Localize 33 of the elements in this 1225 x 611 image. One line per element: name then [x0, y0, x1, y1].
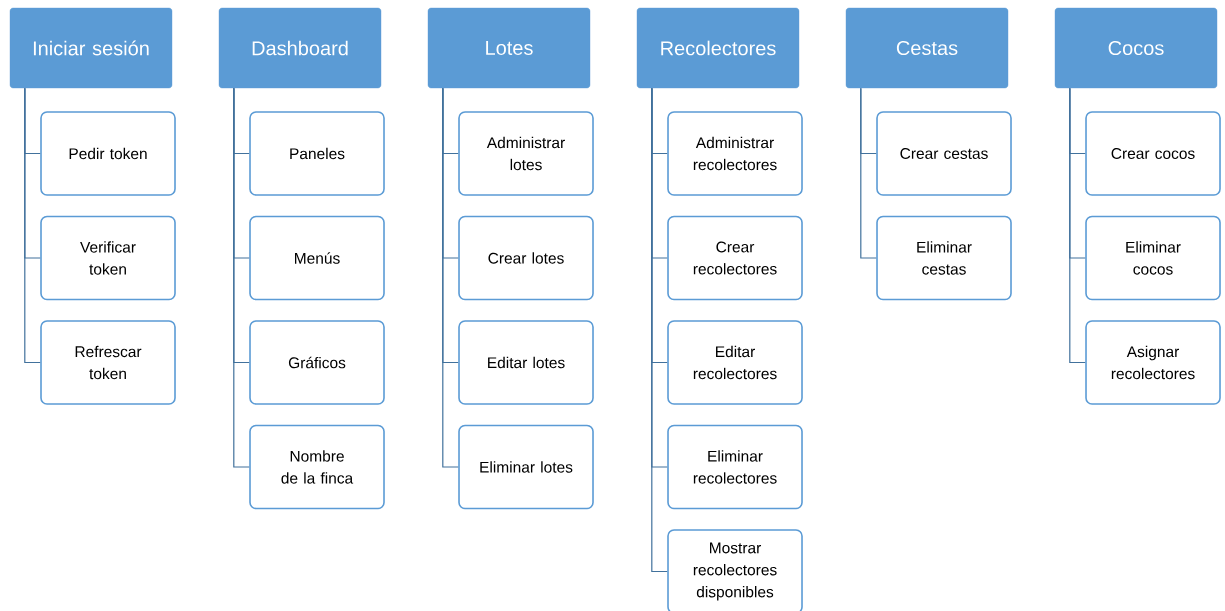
item-box: Nombre de la finca	[249, 424, 385, 510]
item-box: Pedir token	[40, 111, 176, 196]
connector-line	[860, 87, 877, 259]
item-box: Menús	[249, 215, 385, 301]
item-box: Editar lotes	[458, 320, 594, 405]
connector-line	[233, 87, 250, 468]
connector-line	[1069, 87, 1086, 364]
header-box: Iniciar sesión	[9, 7, 173, 89]
connector-line	[651, 87, 668, 573]
item-box: Asignar recolectores	[1085, 320, 1221, 405]
item-box: Refrescar token	[40, 320, 176, 405]
header-box: Recolectores	[636, 7, 800, 89]
item-box: Eliminar lotes	[458, 424, 594, 510]
header-box: Cestas	[845, 7, 1009, 89]
item-box: Gráficos	[249, 320, 385, 405]
header-box: Cocos	[1054, 7, 1218, 89]
item-box: Eliminar cestas	[876, 215, 1012, 301]
item-box: Administrar lotes	[458, 111, 594, 196]
item-box: Mostrar recolectores disponibles	[667, 529, 803, 611]
item-box: Verificar token	[40, 215, 176, 301]
item-box: Editar recolectores	[667, 320, 803, 405]
item-box: Crear lotes	[458, 215, 594, 301]
header-box: Lotes	[427, 7, 591, 89]
item-box: Eliminar recolectores	[667, 424, 803, 510]
item-box: Crear cestas	[876, 111, 1012, 196]
connector-line	[442, 87, 459, 468]
header-box: Dashboard	[218, 7, 382, 89]
connector-line	[24, 87, 41, 364]
item-box: Crear recolectores	[667, 215, 803, 301]
item-box: Administrar recolectores	[667, 111, 803, 196]
item-box: Eliminar cocos	[1085, 215, 1221, 301]
item-box: Crear cocos	[1085, 111, 1221, 196]
item-box: Paneles	[249, 111, 385, 196]
